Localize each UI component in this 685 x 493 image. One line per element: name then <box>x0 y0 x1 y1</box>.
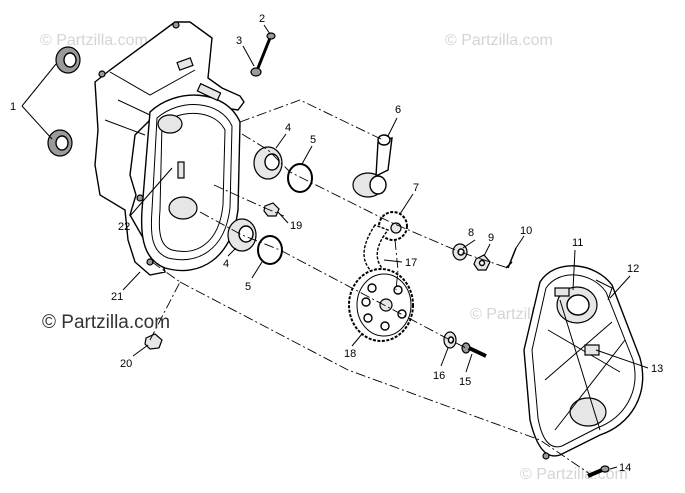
callout-4-lower: 4 <box>223 258 229 270</box>
o-ring-lower <box>257 235 283 265</box>
washer-lower <box>443 331 457 349</box>
callout-4-upper: 4 <box>285 122 291 134</box>
drive-chain <box>363 224 390 273</box>
cotter-pin <box>505 247 517 269</box>
watermark-main: © Partzilla.com <box>42 312 171 333</box>
callout-16: 16 <box>433 370 445 382</box>
callout-8: 8 <box>468 227 474 239</box>
callout-7: 7 <box>413 182 419 194</box>
callout-10: 10 <box>520 225 532 237</box>
callout-2: 2 <box>259 13 265 25</box>
callout-6: 6 <box>395 104 401 116</box>
callout-14: 14 <box>619 462 631 474</box>
bolt-lower <box>461 342 487 358</box>
callout-1: 1 <box>10 101 16 113</box>
callout-5-upper: 5 <box>310 134 316 146</box>
alignment-lines <box>149 99 591 475</box>
bolt-upper <box>256 32 276 69</box>
bearing-upper <box>253 146 283 180</box>
watermark-top-right: © Partzilla.com <box>445 32 553 49</box>
nut-bottom <box>144 333 163 350</box>
callout-12: 12 <box>627 263 639 275</box>
callout-21: 21 <box>111 291 123 303</box>
chain-tensioner <box>352 134 393 198</box>
callout-18: 18 <box>344 348 356 360</box>
callout-5-lower: 5 <box>245 281 251 293</box>
callout-22: 22 <box>118 221 130 233</box>
callout-17: 17 <box>405 257 417 269</box>
callout-20: 20 <box>120 358 132 370</box>
callout-labels: 1 2 3 4 4 5 5 6 7 8 9 10 11 12 13 14 15 … <box>10 13 663 474</box>
callout-9: 9 <box>488 232 494 244</box>
nut-housing <box>263 202 280 217</box>
callout-19: 19 <box>290 220 302 232</box>
seal-upper <box>55 46 81 74</box>
seal-lower <box>47 129 73 157</box>
chaincase-cover <box>523 265 644 460</box>
nut-lower <box>473 254 491 271</box>
callout-11: 11 <box>572 237 583 249</box>
callout-15: 15 <box>459 376 471 388</box>
nut-upper <box>250 67 262 77</box>
callout-3: 3 <box>236 35 242 47</box>
callout-13: 13 <box>651 363 663 375</box>
sprocket-lower <box>348 268 414 342</box>
o-ring-upper <box>287 163 313 193</box>
bearing-lower <box>227 218 257 252</box>
leader-lines <box>21 24 649 470</box>
watermark-top-left: © Partzilla.com <box>40 32 148 49</box>
bolt-cover <box>587 465 610 478</box>
chaincase-housing <box>94 21 245 276</box>
